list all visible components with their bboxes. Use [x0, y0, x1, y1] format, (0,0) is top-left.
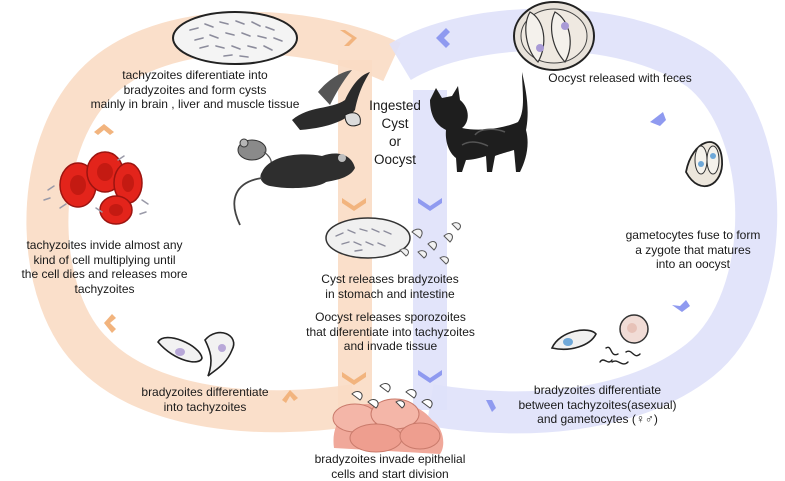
left-cycle-arrows — [94, 30, 366, 403]
label-ingested: Ingested Cyst or Oocyst — [369, 98, 421, 167]
right-cycle-ring — [389, 8, 778, 434]
label-bradyzoites-gametocytes: bradyzoites differentiate between tachyz… — [518, 383, 677, 426]
label-oocyst-feces: Oocyst released with feces — [548, 71, 692, 85]
oocyst-two-sporocysts — [685, 141, 723, 188]
cat — [430, 72, 528, 172]
oocyst — [513, 1, 595, 71]
label-bradyzoites-invade: bradyzoites invade epithelial cells and … — [314, 452, 466, 481]
epithelial-cells — [332, 383, 444, 454]
released-cyst — [325, 217, 461, 265]
label-gametocytes-fuse: gametocytes fuse to form a zygote that m… — [625, 228, 761, 271]
tissue-cyst — [172, 11, 298, 65]
label-tachyzoites-to-bradyzoites: tachyzoites diferentiate into bradyzoite… — [90, 68, 300, 111]
red-blood-cells — [43, 151, 149, 225]
label-oocyst-releases: Oocyst releases sporozoites that diferen… — [306, 310, 475, 353]
bird — [292, 70, 370, 130]
rat — [233, 153, 355, 226]
right-cycle-arrows — [418, 28, 690, 412]
mouse — [237, 138, 272, 173]
bradyzoites-left — [157, 331, 235, 377]
gametocytes — [550, 314, 649, 365]
label-cyst-releases: Cyst releases bradyzoites in stomach and… — [321, 272, 459, 301]
label-tachyzoites-invade: tachyzoites invide almost any kind of ce… — [21, 238, 188, 296]
label-bradyzoites-to-tachyzoites: bradyzoites differentiate into tachyzoit… — [141, 385, 269, 414]
